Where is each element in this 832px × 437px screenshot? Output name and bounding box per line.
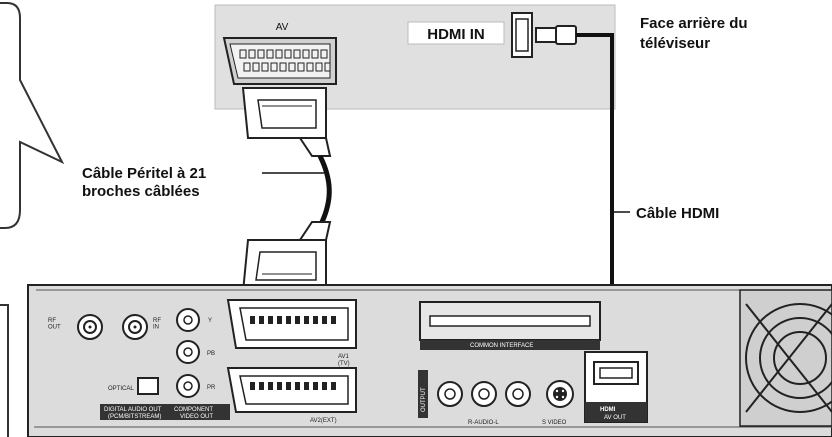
- s-video-connector: [546, 380, 574, 408]
- av2-label: AV2(EXT): [310, 418, 337, 424]
- av1-sub: (TV): [338, 361, 350, 367]
- common-interface-bar: [420, 340, 600, 350]
- scart-cable-label-line1: Câble Péritel à 21: [82, 165, 206, 182]
- digital-audio-out-bar: [100, 404, 172, 420]
- component-pb-connector: [176, 340, 200, 364]
- scart-plug-top: [241, 87, 332, 157]
- callout-bubble: [0, 2, 65, 229]
- digital-audio-out-sub: (PCM/BITSTREAM): [108, 414, 161, 420]
- hdmi-out-socket-inner: [599, 367, 633, 379]
- output-audio-r-connector: [471, 381, 497, 407]
- av1-scart-socket: [226, 299, 357, 349]
- common-interface-opening: [429, 315, 591, 327]
- output-video-connector: [437, 381, 463, 407]
- output-label: OUTPUT: [421, 387, 427, 412]
- output-bar: [418, 370, 428, 418]
- left-bracket: [0, 304, 9, 437]
- tv-av-label: AV: [276, 22, 289, 33]
- output-audio-l-connector: [505, 381, 531, 407]
- tv-scart-socket: [222, 37, 337, 85]
- component-pb-label: PB: [207, 351, 215, 357]
- scart-cable: [317, 154, 332, 224]
- tv-caption-line2: téléviseur: [640, 35, 710, 52]
- hdmi-logo: HDMI: [600, 407, 616, 413]
- hdmi-av-out-label: AV OUT: [604, 415, 626, 421]
- optical-label: OPTICAL: [108, 386, 134, 392]
- av1-label: AV1: [338, 354, 350, 360]
- hdmi-in-label: HDMI IN: [427, 26, 485, 43]
- component-y-connector: [176, 308, 200, 332]
- component-bar: [172, 404, 230, 420]
- rf-in-connector: [122, 314, 148, 340]
- fan-grille: [739, 289, 832, 427]
- optical-connector: [137, 377, 159, 395]
- hdmi-cable: [576, 33, 614, 290]
- hdmi-out-bar: [585, 402, 647, 422]
- r-audio-l-label: R-AUDIO-L: [468, 420, 499, 426]
- component-label: COMPONENT: [174, 407, 213, 413]
- tv-hdmi-socket: [511, 12, 533, 58]
- av2-scart-socket: [226, 367, 357, 413]
- component-sub: VIDEO OUT: [180, 414, 213, 420]
- tv-hdmi-plug: [535, 25, 577, 45]
- component-y-label: Y: [208, 318, 212, 324]
- rf-out-connector: [77, 314, 103, 340]
- component-pr-label: PR: [207, 385, 216, 391]
- scart-cable-label-line2: broches câblées: [82, 183, 200, 200]
- tv-caption-line1: Face arrière du: [640, 15, 748, 32]
- scart-plug-bottom: [241, 221, 332, 293]
- digital-audio-out-label: DIGITAL AUDIO OUT: [104, 407, 162, 413]
- common-interface-label: COMMON INTERFACE: [470, 343, 533, 349]
- s-video-label: S VIDEO: [542, 420, 567, 426]
- hdmi-in-label-box: [407, 21, 505, 45]
- hdmi-cable-label: Câble HDMI: [636, 205, 719, 222]
- component-pr-connector: [176, 374, 200, 398]
